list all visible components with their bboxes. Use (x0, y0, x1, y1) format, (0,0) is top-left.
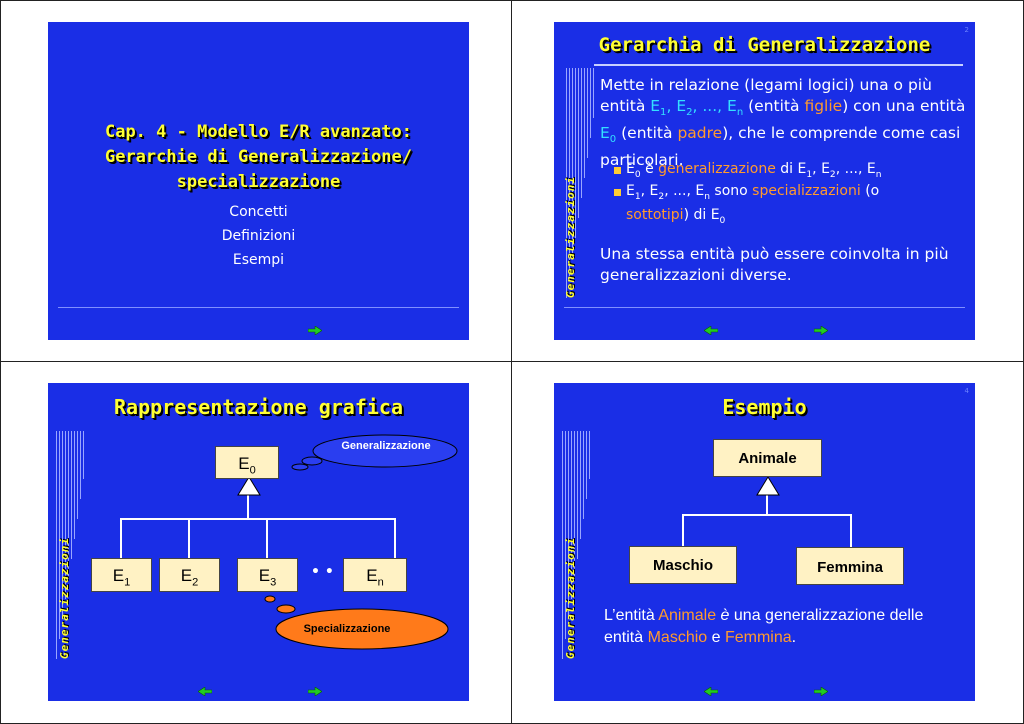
entity-e0: E0 (600, 124, 617, 146)
next-arrow-icon[interactable] (308, 687, 322, 696)
slide-1-footer-rule (58, 307, 459, 308)
definition-paragraph: Mette in relazione (legami logici) una o… (600, 75, 970, 171)
page-border-left (0, 0, 1, 724)
ellipsis-dots: • • (311, 564, 334, 580)
bullet-square-icon (614, 189, 621, 196)
keyword-figlie: figlie (804, 97, 843, 115)
title-rule (594, 64, 963, 66)
child-connector (120, 518, 122, 558)
slide-4: 4 Esempio Generalizzazioni Animale Masch… (554, 383, 975, 701)
slide-3-title: Rappresentazione grafica (114, 395, 403, 419)
keyword-animale: Animale (658, 607, 717, 624)
child-connector (682, 514, 684, 547)
paragraph-2: Una stessa entità può essere coinvolta i… (600, 245, 949, 284)
text-run: Mette in relazione (legami logici) una o… (600, 76, 932, 115)
prev-arrow-icon[interactable] (704, 687, 718, 696)
bullet-square-icon (614, 167, 621, 174)
keyword-specializzazioni: specializzazioni (752, 183, 861, 199)
generalization-arrow-icon (237, 477, 261, 496)
text-run: , (666, 97, 677, 115)
slide-1-item-concetti: Concetti (229, 204, 288, 220)
entity-en: En (727, 97, 744, 119)
specialization-cloud (264, 595, 449, 650)
slide-2-title: Gerarchia di Generalizzazione (598, 34, 931, 56)
entity-femmina: Femmina (796, 547, 904, 585)
decorative-hatch (56, 431, 84, 659)
keyword-padre: padre (677, 124, 723, 143)
entity-en: En (343, 558, 407, 592)
slide-3: Rappresentazione grafica Generalizzazion… (48, 383, 469, 701)
entity-e1: E1 (650, 97, 667, 119)
slide-1-title-line: specializzazione (176, 172, 341, 192)
prev-arrow-icon[interactable] (704, 326, 718, 335)
keyword-generalizzazione: generalizzazione (658, 161, 776, 177)
child-connector (266, 518, 268, 558)
entity-animale: Animale (713, 439, 822, 477)
entity-e2: E2 (159, 558, 220, 592)
hierarchy-bar (682, 514, 852, 516)
keyword-maschio: Maschio (647, 629, 708, 646)
side-label: Generalizzazioni (58, 537, 71, 659)
slide-1-title: Cap. 4 - Modello E/R avanzato: Gerarchie… (48, 120, 469, 195)
text-run: ), che le comprende come casi particolar… (600, 124, 961, 170)
hierarchy-bar (120, 518, 396, 520)
cloud-label-generalizzazione: Generalizzazione (341, 440, 431, 452)
slide-1-title-line: Cap. 4 - Modello E/R avanzato: (104, 122, 413, 142)
child-connector (394, 518, 396, 558)
entity-e0: E0 (215, 446, 279, 479)
next-arrow-icon[interactable] (814, 326, 828, 335)
child-connector (850, 514, 852, 547)
slide-number: 2 (964, 26, 969, 34)
parent-connector (766, 479, 768, 515)
child-connector (188, 518, 190, 558)
bullet-1: E0 è generalizzazione di E1, E2, ..., En (626, 161, 882, 180)
prev-arrow-icon[interactable] (198, 687, 212, 696)
bullet-2: E1, E2, ..., En sono specializzazioni (o… (626, 183, 880, 226)
example-description: L’entità Animale è una generalizzazione … (604, 607, 924, 646)
cloud-label-specializzazione: Specializzazione (303, 623, 391, 635)
decorative-hatch (562, 431, 590, 659)
text-run: (entità (616, 124, 678, 143)
entity-e3: E3 (237, 558, 298, 592)
parent-connector (247, 480, 249, 519)
text-run: ) con una entità (842, 97, 966, 115)
slide-2: 2 Gerarchia di Generalizzazione Generali… (554, 22, 975, 340)
next-arrow-icon[interactable] (308, 326, 322, 335)
grid-divider-horizontal (0, 361, 1024, 362)
side-label: Generalizzazioni (564, 537, 577, 659)
keyword-sottotipi: sottotipi (626, 206, 684, 223)
generalization-cloud (291, 434, 458, 471)
grid-divider-vertical (511, 0, 512, 724)
keyword-femmina: Femmina (724, 629, 792, 646)
next-arrow-icon[interactable] (814, 687, 828, 696)
decorative-hatch (566, 68, 594, 298)
side-label: Generalizzazioni (564, 176, 577, 298)
entity-maschio: Maschio (629, 546, 737, 584)
slide-1-item-esempi: Esempi (232, 252, 285, 268)
text-run: , ..., (692, 97, 728, 115)
slide-number: 4 (964, 387, 969, 395)
slide-1-title-line: Gerarchie di Generalizzazione/ (104, 147, 413, 167)
slide-1: Cap. 4 - Modello E/R avanzato: Gerarchie… (48, 22, 469, 340)
entity-e1: E1 (91, 558, 152, 592)
entity-e2: E2 (676, 97, 693, 119)
page-border-top (0, 0, 1024, 1)
slide-4-title: Esempio (722, 395, 807, 419)
generalization-arrow-icon (756, 477, 780, 496)
text-run: (entità (743, 97, 805, 115)
slide-2-footer-rule (564, 307, 965, 308)
slide-1-item-definizioni: Definizioni (221, 228, 296, 244)
